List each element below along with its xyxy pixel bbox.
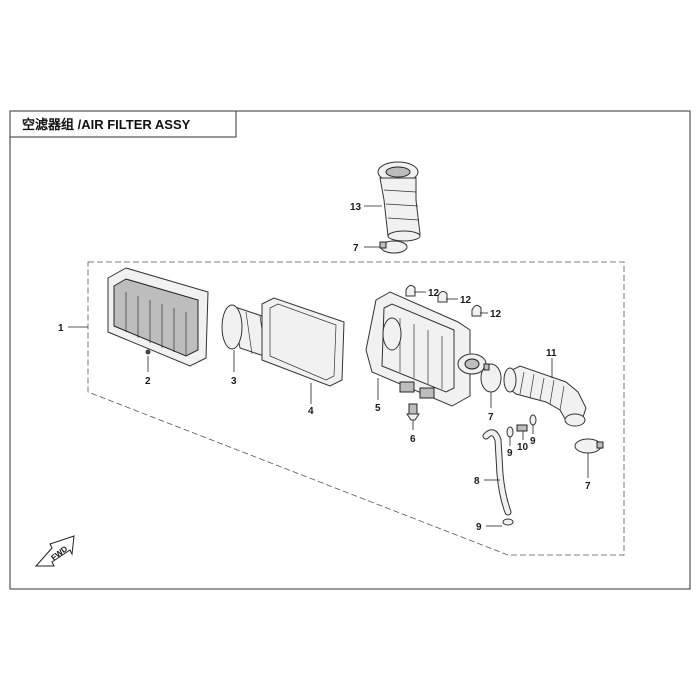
leader-lines: [68, 205, 589, 527]
callout-labels: 1 2 3 4 5 6 7 7 7 8 9 10 9 9 11 12 12 12…: [58, 202, 591, 533]
callout-7-right: 7: [585, 481, 591, 492]
diagram-title: 空滤器组 /AIR FILTER ASSY: [22, 117, 191, 132]
callout-12-c: 12: [490, 309, 502, 320]
intake-snorkel-part: [377, 161, 421, 242]
clip-part-a: [405, 284, 416, 297]
small-clamp-bottom: [502, 518, 514, 526]
callout-9-bottom: 9: [476, 522, 482, 533]
callout-9-a: 9: [507, 448, 513, 459]
callout-5: 5: [375, 403, 381, 414]
filter-frame-part: [261, 297, 345, 387]
connector-part: [516, 424, 528, 432]
diagram-frame: [9, 110, 691, 590]
small-clamp-a: [506, 426, 514, 438]
outlet-duct-part: [503, 365, 587, 427]
hose-clamp-middle: [480, 363, 502, 393]
title-block: 空滤器组 /AIR FILTER ASSY: [9, 110, 237, 138]
clip-part-c: [471, 304, 482, 317]
callout-13: 13: [350, 202, 362, 213]
filter-cover-part: [107, 267, 209, 367]
callout-9-b: 9: [530, 436, 536, 447]
callout-10: 10: [517, 442, 529, 453]
callout-2: 2: [145, 376, 151, 387]
hose-clamp-top: [379, 240, 408, 254]
assembly-boundary: [87, 261, 625, 556]
callout-1: 1: [58, 323, 64, 334]
callout-4: 4: [308, 406, 314, 417]
callout-7-middle: 7: [488, 412, 494, 423]
callout-3: 3: [231, 376, 237, 387]
hose-clamp-right: [574, 438, 604, 454]
clip-part-b: [437, 290, 448, 303]
air-box-body-part: [365, 291, 487, 407]
callout-12-b: 12: [460, 295, 472, 306]
callout-6: 6: [410, 434, 416, 445]
drain-hose-part: [482, 429, 512, 516]
drain-plug-part: [406, 403, 420, 421]
callout-12-a: 12: [428, 288, 440, 299]
callout-8: 8: [474, 476, 480, 487]
small-clamp-b: [529, 414, 537, 426]
callout-7-top: 7: [353, 243, 359, 254]
callout-11: 11: [546, 348, 557, 359]
forward-arrow-icon: FWD: [34, 535, 75, 567]
